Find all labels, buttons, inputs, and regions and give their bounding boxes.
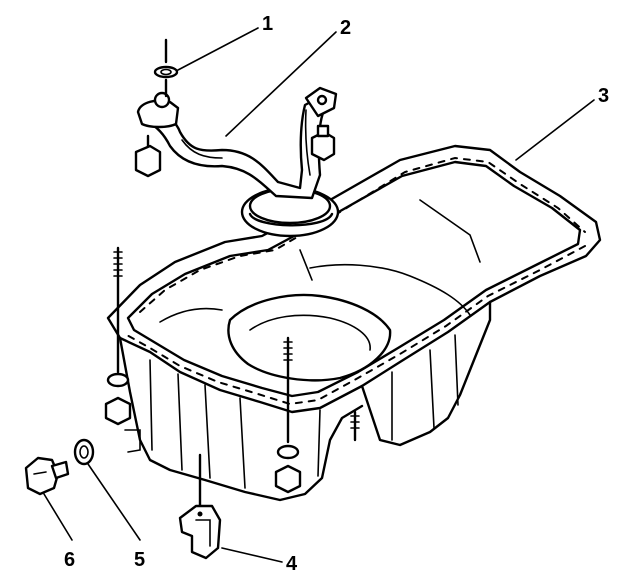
callout-2: 2 <box>340 17 351 39</box>
callouts: 1 2 3 4 5 6 <box>64 13 609 575</box>
pan-studs <box>104 246 360 512</box>
callout-3: 3 <box>598 85 609 107</box>
leader-lines <box>43 27 595 563</box>
callout-4: 4 <box>286 553 298 575</box>
washer-stud <box>153 38 179 98</box>
callout-1: 1 <box>262 13 273 35</box>
oil-pickup-tube <box>134 86 340 238</box>
oil-pan <box>106 144 602 502</box>
drain-plug-washer <box>73 438 95 466</box>
callout-5: 5 <box>134 549 145 571</box>
oil-level-sensor <box>178 504 222 560</box>
callout-6: 6 <box>64 549 75 571</box>
drain-plug <box>24 456 70 496</box>
